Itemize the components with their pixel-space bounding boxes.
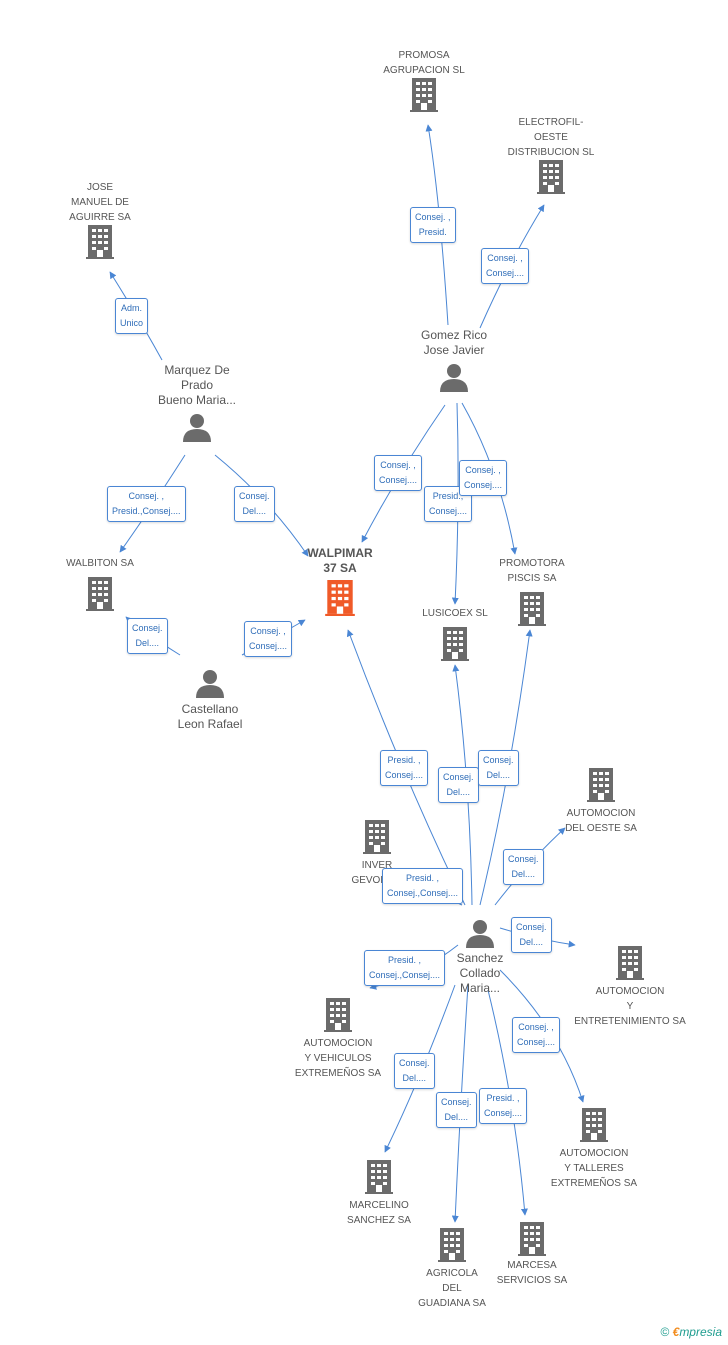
node-label: Marquez De Prado Bueno Maria... [157, 363, 237, 407]
node-walpimar-focus[interactable]: WALPIMAR 37 SA [295, 546, 385, 616]
edge-label-castellano-walpimar[interactable]: Consej. , Consej.... [244, 621, 293, 657]
node-label: PROMOTORA PISCIS SA [499, 558, 565, 584]
building-icon [441, 627, 469, 661]
node-electrofil[interactable]: ELECTROFIL- OESTE DISTRIBUCION SL [496, 115, 606, 194]
node-automocion-entretenimiento[interactable]: AUTOMOCION Y ENTRETENIMIENTO SA [568, 946, 692, 1029]
node-automocion-oeste[interactable]: AUTOMOCION DEL OESTE SA [553, 768, 649, 836]
building-icon [518, 1222, 546, 1256]
building-icon [537, 160, 565, 194]
node-marquez[interactable]: Marquez De Prado Bueno Maria... [147, 363, 247, 442]
person-icon [196, 670, 224, 698]
node-label: AGRICOLA DEL GUADIANA SA [418, 1268, 486, 1309]
node-marcesa[interactable]: MARCESA SERVICIOS SA [486, 1222, 578, 1288]
node-label: AUTOMOCION Y VEHICULOS EXTREMEÑOS SA [294, 1038, 382, 1079]
building-icon [580, 1108, 608, 1142]
edge-label-marquez-jose[interactable]: Adm. Unico [115, 298, 149, 334]
node-promotora[interactable]: PROMOTORA PISCIS SA [486, 556, 578, 626]
building-icon [410, 78, 438, 112]
person-icon [466, 920, 494, 948]
edge-label-sanchez-walpimar[interactable]: Presid. , Consej.... [380, 750, 429, 786]
node-castellano[interactable]: Castellano Leon Rafael [160, 668, 260, 732]
person-icon [440, 364, 468, 392]
building-icon [325, 580, 355, 616]
node-label: AUTOMOCION Y TALLERES EXTREMEÑOS SA [550, 1148, 638, 1189]
node-label: Sanchez Collado Maria... [456, 951, 504, 995]
node-walbiton[interactable]: WALBITON SA [55, 556, 145, 611]
building-icon [86, 225, 114, 259]
edge-label-sanchez-lusicoex[interactable]: Consej. Del.... [438, 767, 479, 803]
edge-label-gomez-walpimar[interactable]: Consej. , Consej.... [374, 455, 423, 491]
edge-label-sanchez-inver[interactable]: Presid. , Consej.,Consej.... [382, 868, 464, 904]
node-promosa[interactable]: PROMOSA AGRUPACION SL [374, 48, 474, 112]
node-marcelino[interactable]: MARCELINO SANCHEZ SA [334, 1160, 424, 1228]
edge-label-sanchez-oeste[interactable]: Consej. Del.... [503, 849, 544, 885]
brand-name: mpresia [679, 1325, 722, 1339]
building-icon [616, 946, 644, 980]
edge-label-castellano-walbiton[interactable]: Consej. Del.... [127, 618, 168, 654]
edge-label-gomez-promotora[interactable]: Consej. , Consej.... [459, 460, 508, 496]
node-label: MARCELINO SANCHEZ SA [347, 1200, 411, 1226]
node-label: INVER GEVORA... [351, 860, 403, 886]
building-icon [365, 1160, 393, 1194]
edge-label-sanchez-vehiculos[interactable]: Presid. , Consej.,Consej.... [364, 950, 446, 986]
edge-label-gomez-electrofil[interactable]: Consej. , Consej.... [481, 248, 530, 284]
building-icon [587, 768, 615, 802]
copyright-symbol: © [660, 1325, 670, 1339]
edge-label-marquez-walbiton[interactable]: Consej. , Presid.,Consej.... [107, 486, 186, 522]
node-inver-gevora[interactable]: INVER GEVORA... [332, 820, 422, 888]
building-icon [363, 820, 391, 854]
node-label: PROMOSA AGRUPACION SL [383, 50, 465, 76]
node-label: WALBITON SA [66, 558, 134, 569]
node-label: JOSE MANUEL DE AGUIRRE SA [69, 182, 131, 223]
brand-e: € [672, 1325, 680, 1339]
edge-label-marquez-walpimar[interactable]: Consej. Del.... [234, 486, 275, 522]
node-automocion-talleres[interactable]: AUTOMOCION Y TALLERES EXTREMEÑOS SA [541, 1108, 647, 1191]
person-icon [183, 414, 211, 442]
node-gomez-rico[interactable]: Gomez Rico Jose Javier [404, 328, 504, 392]
edge-label-sanchez-talleres[interactable]: Consej. , Consej.... [512, 1017, 561, 1053]
node-label: ELECTROFIL- OESTE DISTRIBUCION SL [507, 117, 595, 158]
node-label: WALPIMAR 37 SA [307, 546, 373, 575]
edge-label-gomez-promosa[interactable]: Consej. , Presid. [410, 207, 456, 243]
node-label: LUSICOEX SL [422, 608, 488, 619]
node-label: Gomez Rico Jose Javier [420, 328, 488, 357]
node-sanchez[interactable]: Sanchez Collado Maria... [430, 918, 530, 996]
edge-label-sanchez-promotora[interactable]: Consej. Del.... [478, 750, 519, 786]
building-icon [438, 1228, 466, 1262]
building-icon [518, 592, 546, 626]
node-label: AUTOMOCION Y ENTRETENIMIENTO SA [574, 986, 686, 1027]
edge-label-sanchez-entretenimiento[interactable]: Consej. Del.... [511, 917, 552, 953]
node-label: MARCESA SERVICIOS SA [496, 1260, 568, 1286]
empresia-logo: © €mpresia [660, 1325, 722, 1339]
node-label: AUTOMOCION DEL OESTE SA [565, 808, 637, 834]
building-icon [86, 577, 114, 611]
node-agricola[interactable]: AGRICOLA DEL GUADIANA SA [406, 1228, 498, 1311]
building-icon [324, 998, 352, 1032]
node-label: Castellano Leon Rafael [177, 702, 243, 731]
node-lusicoex[interactable]: LUSICOEX SL [410, 606, 500, 661]
node-jose-manuel[interactable]: JOSE MANUEL DE AGUIRRE SA [55, 180, 145, 259]
edge-label-sanchez-agricola[interactable]: Consej. Del.... [436, 1092, 477, 1128]
edge-label-sanchez-marcesa[interactable]: Presid. , Consej.... [479, 1088, 528, 1124]
node-automocion-vehiculos[interactable]: AUTOMOCION Y VEHICULOS EXTREMEÑOS SA [285, 998, 391, 1081]
edge-label-sanchez-marcelino[interactable]: Consej. Del.... [394, 1053, 435, 1089]
